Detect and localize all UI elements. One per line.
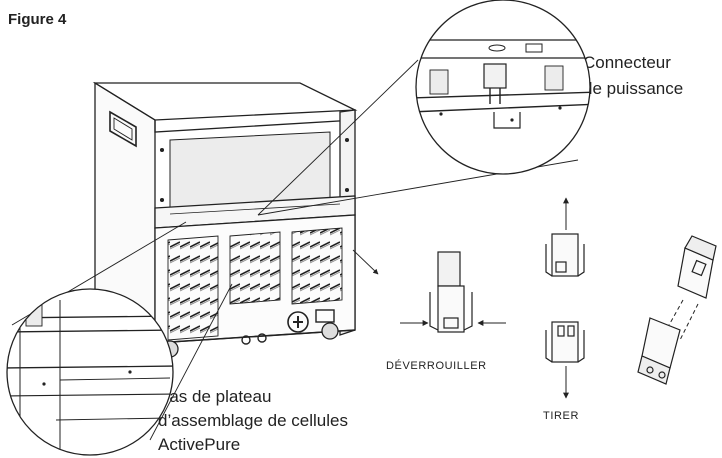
tray-bottom-magnifier-ring [6, 288, 174, 456]
tray-bottom-label-line1: Bas de plateau [158, 387, 272, 406]
tray-bottom-detail [7, 289, 173, 455]
connector-separated-illustration [637, 235, 717, 385]
air-purifier-cabinet [92, 81, 358, 358]
power-connector-magnifier-ring [415, 0, 591, 175]
figure-title: Figure 4 [8, 11, 67, 28]
unlock-step-label: DÉVERROUILLER [386, 360, 487, 372]
power-connector-detail [416, 0, 590, 174]
tray-bottom-label-line2: d’assemblage de cellules [158, 411, 348, 430]
tray-bottom-label-line3: ActivePure [158, 435, 241, 454]
connector-unlock-illustration [400, 251, 506, 333]
pull-step-label: TIRER [543, 410, 579, 422]
power-connector-label-line2: de puissance [583, 79, 684, 98]
power-connector-label-line1: Connecteur [583, 53, 671, 72]
connector-pull-illustration [545, 197, 585, 399]
